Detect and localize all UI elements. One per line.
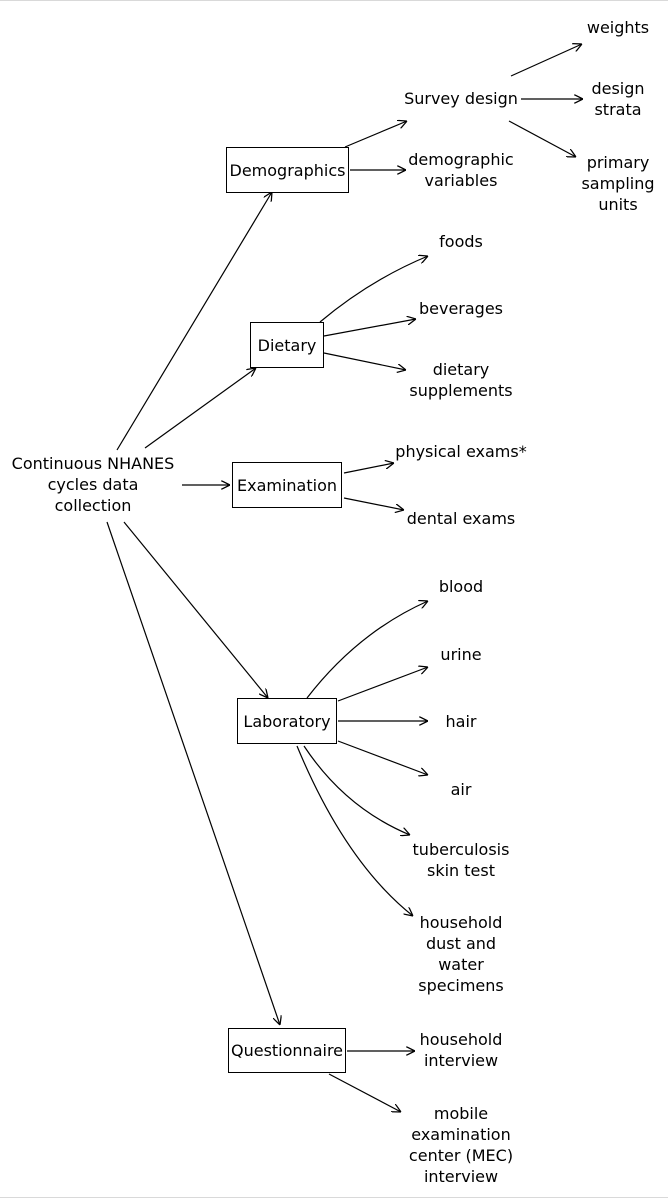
demographic-variables-label: demographic variables bbox=[408, 150, 514, 190]
edge-laboratory-air bbox=[337, 740, 428, 775]
primary-sampling-units-label: primary sampling units bbox=[581, 153, 655, 214]
examination-box: Examination bbox=[232, 462, 342, 508]
dietary-supplements-label: dietary supplements bbox=[409, 360, 513, 400]
edge-demographics-survey-design bbox=[344, 121, 407, 148]
edge-root-questionnaire bbox=[106, 521, 280, 1025]
laboratory-box: Laboratory bbox=[237, 698, 337, 744]
tuberculosis-skin-test-label: tuberculosis skin test bbox=[412, 840, 510, 880]
edge-dietary-dietary-supplements bbox=[323, 352, 406, 370]
air-label: air bbox=[450, 780, 472, 799]
root-node-label: Continuous NHANES cycles data collection bbox=[11, 454, 175, 515]
dental-exams-label: dental exams bbox=[406, 509, 516, 528]
edge-survey-design-psu bbox=[508, 120, 576, 157]
design-strata-label: design strata bbox=[591, 79, 645, 119]
questionnaire-box: Questionnaire bbox=[228, 1028, 346, 1073]
edge-root-demographics bbox=[116, 192, 272, 451]
weights-label: weights bbox=[586, 18, 650, 37]
edge-root-laboratory bbox=[123, 521, 268, 698]
edge-laboratory-household-dust bbox=[296, 745, 413, 916]
edge-examination-dental-exams bbox=[343, 497, 404, 510]
household-interview-label: household interview bbox=[419, 1030, 503, 1070]
physical-exams-label: physical exams* bbox=[395, 442, 527, 461]
edge-dietary-beverages bbox=[323, 319, 416, 337]
dietary-box: Dietary bbox=[250, 322, 324, 368]
edge-root-dietary bbox=[144, 368, 256, 449]
survey-design-label: Survey design bbox=[404, 89, 518, 108]
blood-label: blood bbox=[438, 577, 484, 596]
hair-label: hair bbox=[445, 712, 477, 731]
household-dust-label: household dust and water specimens bbox=[418, 913, 504, 995]
edge-survey-design-weights bbox=[510, 44, 582, 77]
edge-laboratory-blood bbox=[306, 601, 428, 699]
beverages-label: beverages bbox=[418, 299, 504, 318]
edge-questionnaire-mec-interview bbox=[328, 1073, 401, 1112]
demographics-box: Demographics bbox=[226, 147, 349, 193]
edge-dietary-foods bbox=[319, 256, 428, 323]
edge-laboratory-urine bbox=[337, 667, 428, 702]
edge-examination-physical-exams bbox=[343, 463, 394, 474]
edge-laboratory-tuberculosis bbox=[303, 745, 410, 835]
mec-interview-label: mobile examination center (MEC) intervie… bbox=[408, 1104, 514, 1186]
urine-label: urine bbox=[440, 645, 482, 664]
foods-label: foods bbox=[439, 232, 483, 251]
